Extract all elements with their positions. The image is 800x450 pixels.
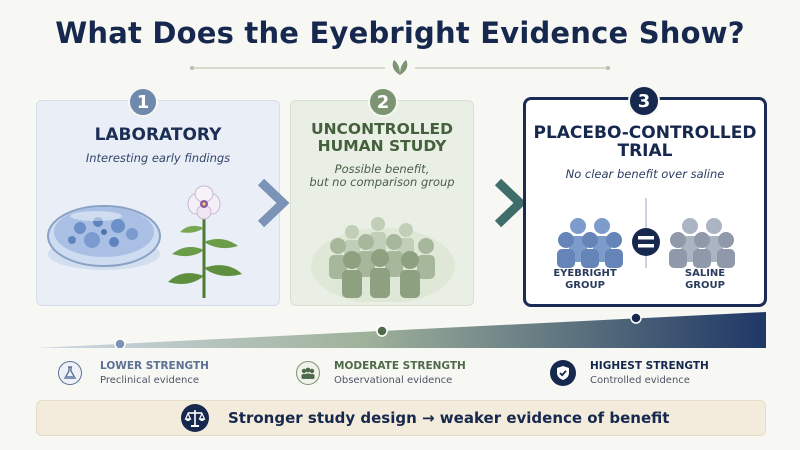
tier-subtitle-moderate: Observational evidence [334,375,453,386]
tier-subtitle-highest: Controlled evidence [590,375,690,386]
placebo-controlled-title: PLACEBO-CONTROLLED TRIAL [533,123,757,162]
laboratory-subtitle: Interesting early findings [85,151,231,165]
placebo-controlled-subtitle: No clear benefit over saline [565,167,725,181]
conclusion-band [36,400,766,436]
page-title: What Does the Eyebright Evidence Show? [55,16,745,50]
saline-group-icon [669,218,735,268]
people-icon [296,361,320,385]
tier-title-highest: HIGHEST STRENGTH [590,360,709,372]
conclusion-text: Stronger study design → weaker evidence … [228,409,670,427]
petri-dish-illustration [47,205,161,270]
uncontrolled-study-subtitle: Possible benefit, but no comparison grou… [309,162,455,190]
leaf-icon [392,60,408,75]
group-comparison-illustration [557,198,735,268]
step-badge-2: 2 [368,87,398,117]
title-divider [190,60,610,75]
flask-icon [58,361,82,385]
tier-title-moderate: MODERATE STRENGTH [334,360,466,372]
saline-group-label: SALINE GROUP [684,268,726,291]
step-badge-1: 1 [128,87,158,117]
crowd-illustration [311,217,455,302]
eyebright-plant-illustration [168,185,242,298]
step-badge-3: 3 [628,85,660,117]
balance-scale-icon [181,404,209,432]
flower-icon [187,185,221,220]
eyebright-group-icon [557,218,623,268]
uncontrolled-study-title: UNCONTROLLED HUMAN STUDY [311,120,453,155]
equals-icon [632,228,660,256]
tier-title-lower: LOWER STRENGTH [100,360,209,372]
shield-check-icon [550,360,576,386]
evidence-strength-bar [36,312,766,348]
arrow-right-icon [257,178,290,228]
tier-subtitle-lower: Preclinical evidence [100,375,199,386]
laboratory-title: LABORATORY [94,125,222,145]
arrow-right-icon [494,178,527,228]
eyebright-group-label: EYEBRIGHT GROUP [553,268,617,291]
